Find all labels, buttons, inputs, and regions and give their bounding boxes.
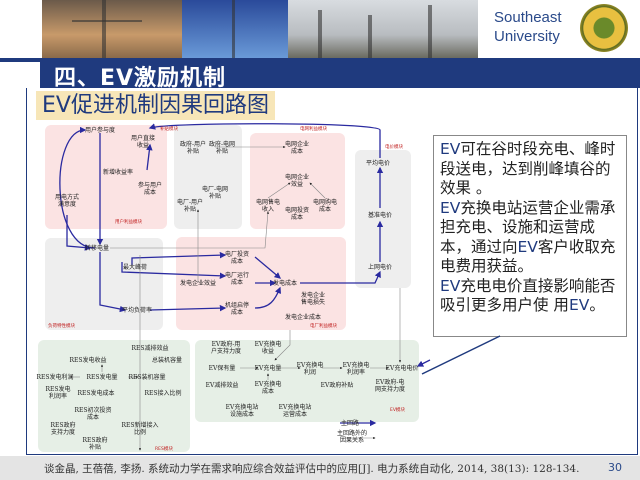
diagram-node: RES发电 利润率 [45, 386, 71, 400]
footer-bar [0, 456, 640, 480]
slide-title: 四、EV激励机制 [54, 66, 227, 91]
diagram-node: 参与用户 成本 [137, 182, 163, 196]
substation-photo [288, 0, 478, 58]
diagram-node: RES新增接入 比例 [121, 422, 159, 436]
diagram-node: 新增收益率 [102, 169, 134, 176]
note-text: 充电电价直接影响能否吸引更多用户使 用 [440, 276, 616, 315]
diagram-node: 用电方式 满意度 [54, 194, 80, 208]
content-frame [26, 88, 638, 455]
diagram-node: EV充电量 [254, 365, 282, 372]
title-bar [0, 58, 640, 88]
diagram-node: RES发电利润 [36, 374, 74, 381]
diagram-node: EV充换电 利润率 [342, 362, 370, 376]
diagram-node: 发电企业效益 [179, 280, 217, 287]
diagram-node: 平均负荷率 [121, 307, 153, 314]
module-label: 电价模块 [385, 145, 403, 150]
citation: 谈金晶, 王蓓蓓, 李扬. 系统动力学在需求响应综合效益评估中的应用[J]. 电… [44, 463, 580, 475]
diagram-node: RES装机容量 [128, 374, 166, 381]
module-label: 负荷特性模块 [48, 324, 75, 329]
diagram-node: 用户参与度 [84, 127, 116, 134]
diagram-node: 转移电量 [84, 245, 110, 252]
diagram-node: RES发电量 [86, 374, 118, 381]
diagram-node: RES政府 支持力度 [50, 422, 76, 436]
note-text: 。 [589, 296, 605, 314]
diagram-node: RES减排效益 [131, 345, 169, 352]
diagram-node: EV充换电站 运营成本 [278, 404, 312, 418]
diagram-node: RES初次投资 成本 [74, 407, 112, 421]
diagram-node: 用户直接 收益 [130, 135, 156, 149]
page-number: 30 [608, 461, 622, 474]
diagram-node: 上网电价 [367, 264, 393, 271]
diagram-node: 电厂投资 成本 [224, 251, 250, 265]
diagram-node: RES发电收益 [69, 357, 107, 364]
diagram-node: 电厂-用户 补贴 [176, 199, 204, 213]
diagram-node: 最大峰荷 [122, 264, 148, 271]
diagram-node: EV充换电 利润 [296, 362, 324, 376]
explanation-note: EV可在谷时段充电、峰时段送电，达到削峰填谷的效果 。 EV充换电站运营企业需承… [433, 135, 627, 337]
diagram-node: EV充换电 收益 [254, 341, 282, 355]
note-ev: EV [517, 237, 538, 256]
note-ev: EV [440, 198, 461, 217]
note-text: 可在谷时段充电、峰时段送电，达到削峰填谷的效果 。 [440, 140, 616, 197]
diagram-node: EV充电电价 [385, 365, 419, 372]
slide-subtitle: EV促进机制因果回路图 [36, 91, 275, 120]
diagram-node: 基准电价 [367, 212, 393, 219]
diagram-node: EV充换电站 设施成本 [225, 404, 259, 418]
res-region [38, 340, 190, 452]
diagram-node: EV政府-电 网支持力度 [374, 379, 406, 393]
diagram-node: 发电企业成本 [284, 314, 322, 321]
power-tower-photo [42, 0, 182, 58]
module-label: 电网利益模块 [300, 127, 327, 132]
legend-other-links: 主回路外的 因果关系 [336, 430, 368, 444]
note-text: 客户收取充电费用获益。 [440, 237, 616, 276]
diagram-node: 电网售电 收入 [255, 199, 281, 213]
diagram-node: EV政府补贴 [320, 382, 354, 389]
diagram-node: RES政府 补贴 [82, 437, 108, 451]
note-ev: EV [568, 296, 590, 314]
diagram-node: RES发电成本 [77, 390, 115, 397]
diagram-node: EV保有量 [208, 365, 236, 372]
diagram-node: 政府-电网 补贴 [208, 141, 236, 155]
note-text: 充换电站运营企业需承担充电、设施和运营成本，通过向 [440, 198, 616, 256]
diagram-node: 政府-用户 补贴 [179, 141, 207, 155]
diagram-node: 电网购电 成本 [312, 199, 338, 213]
diagram-node: 电网企业 效益 [284, 174, 310, 188]
module-label: RES模块 [155, 447, 173, 452]
university-line2: University [494, 28, 560, 45]
diagram-node: 平均电价 [365, 160, 391, 167]
diagram-node: 发电企业 售电损失 [300, 292, 326, 306]
note-ev: EV [440, 276, 461, 295]
diagram-node: EV充换电 成本 [254, 381, 282, 395]
module-label: 电厂利益模块 [310, 324, 337, 329]
diagram-node: EV政府-用 户支持力度 [210, 341, 242, 355]
diagram-node: EV减排效益 [205, 382, 239, 389]
diagram-node: RES接入比例 [144, 390, 182, 397]
module-label: 补贴模块 [160, 127, 178, 132]
module-label: 用户利益模块 [115, 220, 142, 225]
university-seal-logo [580, 4, 628, 52]
transmission-tower-photo [182, 0, 288, 58]
university-line1: Southeast [494, 9, 562, 26]
note-ev: EV [440, 140, 461, 158]
diagram-node: 电厂-电网 补贴 [201, 186, 229, 200]
diagram-node: 电网投资 成本 [284, 207, 310, 221]
diagram-node: 电网企业 成本 [284, 141, 310, 155]
diagram-node: 发电成本 [272, 280, 298, 287]
diagram-node: 机组启停 成本 [224, 302, 250, 316]
ev-region [195, 340, 419, 422]
legend-main-loop: 主回路 [340, 420, 360, 427]
diagram-node: 电厂运行 成本 [224, 272, 250, 286]
diagram-node: 总装机容量 [151, 357, 183, 364]
module-label: EV模块 [390, 408, 405, 413]
